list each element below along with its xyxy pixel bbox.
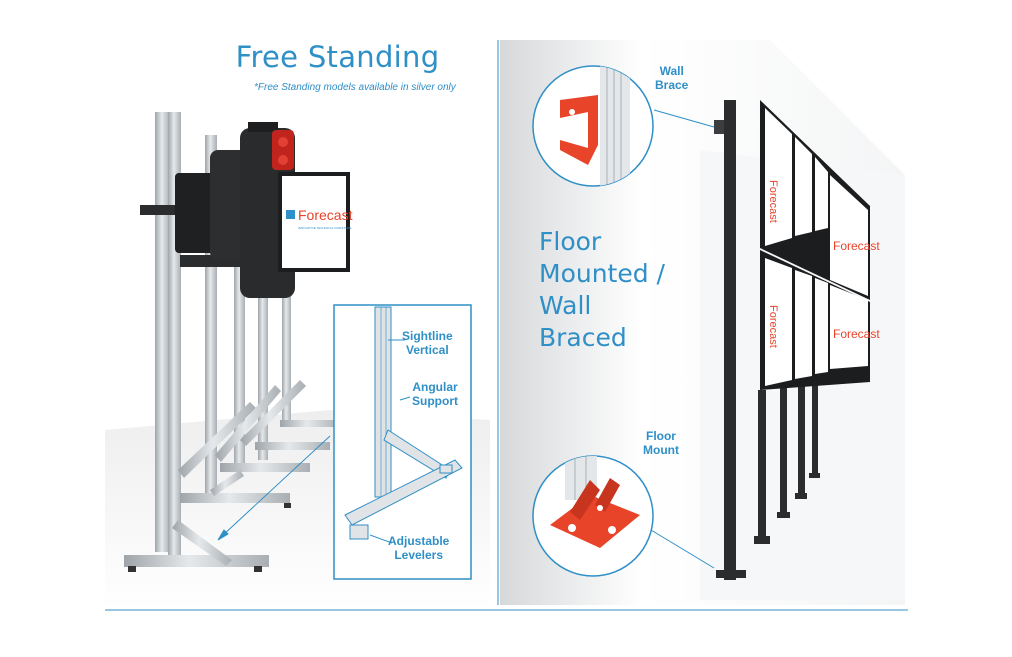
callout-wall-brace-line2: Brace <box>655 78 689 92</box>
callout-angular-line1: Angular <box>412 380 458 394</box>
screen-tagline-left: INNOVATIVE TECHNICAL FURNITURE <box>298 226 352 230</box>
left-leader-lines <box>217 339 411 544</box>
floor-title-line-1: Floor <box>539 227 602 256</box>
leveler-inset <box>333 304 472 580</box>
callout-levelers-line1: Adjustable <box>388 534 450 548</box>
callout-floor-mount: Floor Mount <box>643 429 679 457</box>
callout-adjustable-levelers: Adjustable Levelers <box>388 534 449 562</box>
floor-mounted-title: Floor Mounted / Wall Braced <box>539 226 665 354</box>
floor-mounted-frame <box>714 100 820 580</box>
wall-brace-detail <box>532 65 715 187</box>
video-wall: Forecast Forecast Forecast Forecast <box>760 100 880 390</box>
callout-sightline-line2: Vertical <box>405 343 449 357</box>
floor-title-line-3: Wall <box>539 291 592 320</box>
callout-sightline-vertical: Sightline Vertical <box>402 329 453 357</box>
screen-logo-right-top: Forecast <box>833 239 880 253</box>
callout-levelers-line2: Levelers <box>394 548 444 562</box>
callout-wall-brace: Wall Brace <box>655 64 688 92</box>
callout-wall-brace-line1: Wall <box>659 64 684 78</box>
screen-logo-side-2: Forecast <box>767 305 779 348</box>
callout-angular-support: Angular Support <box>412 380 458 408</box>
callout-angular-line2: Support <box>412 394 458 408</box>
screen-logo-side-1: Forecast <box>767 180 779 223</box>
screen-logo-left: Forecast <box>298 207 353 223</box>
floor-title-line-2: Mounted / <box>539 259 665 288</box>
floor-mount-detail <box>532 455 715 577</box>
free-standing-screen: Forecast INNOVATIVE TECHNICAL FURNITURE <box>278 172 353 272</box>
free-standing-title: Free Standing <box>235 40 440 74</box>
callout-floor-mount-line1: Floor <box>645 429 676 443</box>
screen-logo-right-bottom: Forecast <box>833 327 880 341</box>
callout-sightline-line1: Sightline <box>402 329 453 343</box>
free-standing-note: *Free Standing models available in silve… <box>254 82 456 93</box>
floor-title-line-4: Braced <box>539 323 627 352</box>
callout-floor-mount-line2: Mount <box>643 443 679 457</box>
